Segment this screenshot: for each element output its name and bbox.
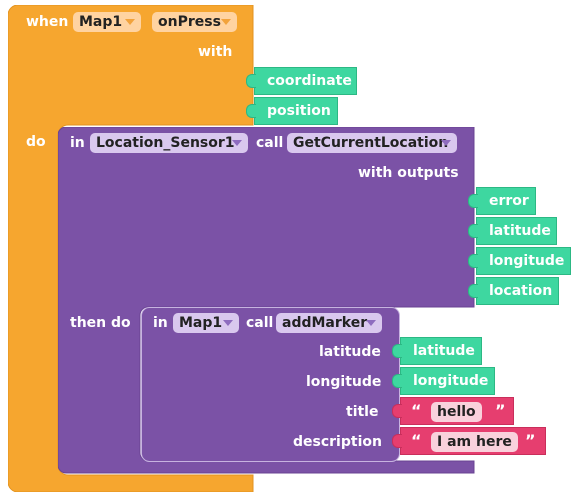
location-component-dropdown[interactable]: Location_Sensor1 (90, 133, 248, 153)
param-position-label: position (267, 103, 331, 119)
text-description-field[interactable]: I am here (431, 432, 518, 452)
location-component-value: Location_Sensor1 (96, 135, 235, 151)
chevron-down-icon (223, 320, 233, 326)
location-method-dropdown[interactable]: GetCurrentLocation (287, 133, 457, 153)
text-description-block[interactable]: “ I am here ” (392, 427, 546, 455)
chevron-down-icon (366, 320, 376, 326)
event-block-shape (8, 5, 254, 492)
connector-tab (392, 344, 402, 358)
when-label: when (26, 14, 69, 30)
value-latitude-getter[interactable]: latitude (392, 337, 482, 365)
marker-method-value: addMarker (282, 315, 368, 331)
call-label: call (246, 315, 274, 331)
close-quote-icon: ” (495, 401, 506, 420)
in-label: in (153, 315, 168, 331)
marker-component-value: Map1 (179, 315, 223, 331)
output-error[interactable]: error (468, 187, 536, 215)
event-name-value: onPress (158, 14, 221, 30)
event-component-dropdown[interactable]: Map1 (73, 12, 141, 32)
output-longitude[interactable]: longitude (468, 247, 571, 275)
event-name-dropdown[interactable]: onPress (152, 12, 237, 32)
chevron-down-icon (232, 140, 242, 146)
do-label: do (26, 134, 46, 150)
output-location[interactable]: location (468, 277, 559, 305)
arg-title-label: title (346, 404, 379, 420)
value-longitude-label: longitude (413, 373, 489, 389)
arg-latitude-label: latitude (319, 344, 381, 360)
event-block-map1-onpress[interactable] (8, 5, 255, 492)
param-coordinate[interactable]: coordinate (246, 67, 357, 95)
marker-component-dropdown[interactable]: Map1 (173, 313, 239, 333)
marker-method-dropdown[interactable]: addMarker (276, 313, 382, 333)
output-latitude[interactable]: latitude (468, 217, 557, 245)
with-outputs-label: with outputs (358, 165, 459, 181)
connector-tab (392, 404, 402, 418)
param-position[interactable]: position (246, 97, 338, 125)
text-hello-block[interactable]: “ hello ” (392, 397, 514, 425)
value-latitude-label: latitude (413, 343, 475, 359)
location-method-value: GetCurrentLocation (293, 135, 449, 151)
output-latitude-label: latitude (489, 223, 551, 239)
connector-tab (392, 434, 402, 448)
arg-longitude-label: longitude (306, 374, 382, 390)
chevron-down-icon (441, 140, 451, 146)
connector-tab (392, 374, 402, 388)
chevron-down-icon (125, 19, 135, 25)
text-hello-field[interactable]: hello (431, 402, 482, 422)
value-longitude-getter[interactable]: longitude (392, 367, 495, 395)
event-component-value: Map1 (79, 14, 123, 30)
arg-description-label: description (293, 434, 382, 450)
chevron-down-icon (221, 19, 231, 25)
call-label: call (256, 135, 284, 151)
output-location-label: location (489, 283, 553, 299)
param-coordinate-label: coordinate (267, 73, 352, 89)
connector-tab (468, 194, 478, 208)
connector-tab (468, 284, 478, 298)
connector-tab (468, 224, 478, 238)
output-error-label: error (489, 193, 529, 209)
close-quote-icon: ” (525, 431, 536, 450)
connector-tab (246, 74, 256, 88)
connector-tab (468, 254, 478, 268)
output-longitude-label: longitude (489, 253, 565, 269)
open-quote-icon: “ (411, 401, 422, 420)
in-label: in (70, 135, 85, 151)
open-quote-icon: “ (411, 431, 422, 450)
with-label: with (198, 44, 233, 60)
connector-tab (246, 104, 256, 118)
then-do-label: then do (70, 315, 131, 331)
